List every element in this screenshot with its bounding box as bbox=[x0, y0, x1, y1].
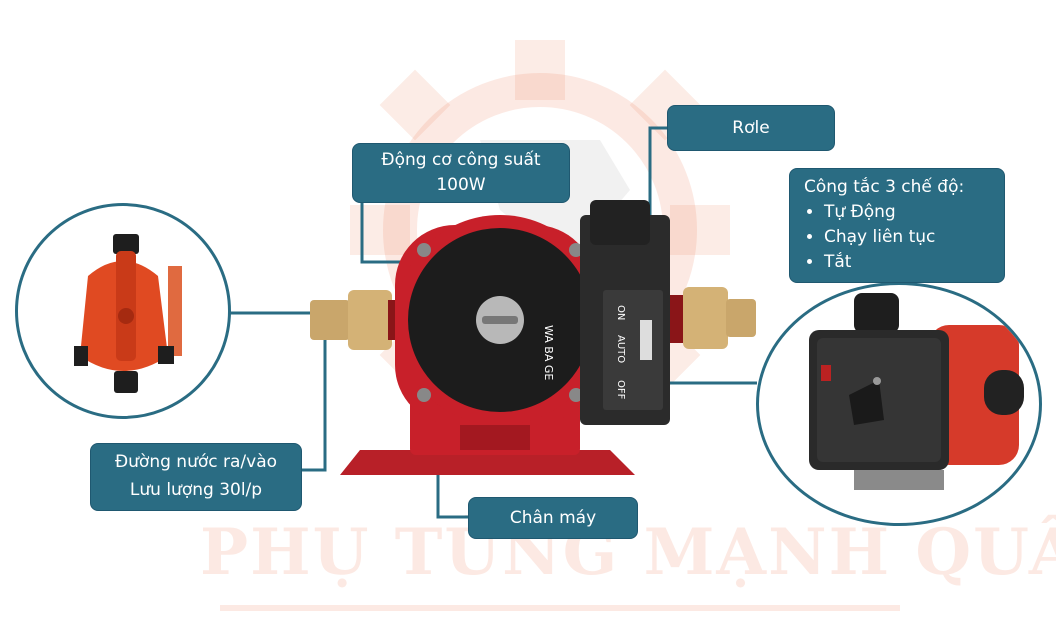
callout-water-line2: Lưu lượng 30l/p bbox=[129, 480, 263, 500]
switch-on-label: ON bbox=[615, 305, 626, 320]
callout-switch: Công tắc 3 chế độ: Tự Động Chạy liên tục… bbox=[789, 168, 1005, 283]
switch-off-label: OFF bbox=[615, 380, 626, 400]
switch-mode-item: Tự Động bbox=[824, 200, 990, 225]
inlet-detail-circle bbox=[15, 203, 231, 419]
callout-base: Chân máy bbox=[468, 497, 638, 539]
switch-mode-item: Tắt bbox=[824, 250, 990, 275]
pump-side-view-image bbox=[74, 234, 182, 393]
callout-motor-line2: 100W bbox=[436, 175, 486, 195]
leader-line-water bbox=[300, 320, 327, 472]
relay-side-view-image bbox=[809, 293, 1024, 490]
callout-motor: Động cơ công suất 100W bbox=[352, 143, 570, 203]
callout-relay-label: Rơle bbox=[732, 118, 770, 138]
water-pump-image: WA BA GE ON AUTO OFF bbox=[310, 200, 756, 475]
callout-relay: Rơle bbox=[667, 105, 835, 151]
switch-mode-list: Tự Động Chạy liên tục Tắt bbox=[804, 200, 990, 275]
callout-base-label: Chân máy bbox=[509, 508, 597, 528]
relay-detail-circle bbox=[756, 282, 1042, 526]
callout-water: Đường nước ra/vào Lưu lượng 30l/p bbox=[90, 443, 302, 511]
callout-water-line1: Đường nước ra/vào bbox=[114, 452, 278, 472]
callout-motor-line1: Động cơ công suất bbox=[381, 150, 541, 170]
pump-brand-label: WA BA GE bbox=[542, 325, 555, 380]
switch-auto-label: AUTO bbox=[615, 335, 626, 363]
pump-inlet-fitting bbox=[310, 290, 406, 350]
switch-mode-item: Chạy liên tục bbox=[824, 225, 990, 250]
watermark-underline bbox=[220, 605, 900, 611]
callout-switch-title: Công tắc 3 chế độ: bbox=[804, 177, 965, 197]
pump-outlet-fitting bbox=[665, 287, 756, 349]
